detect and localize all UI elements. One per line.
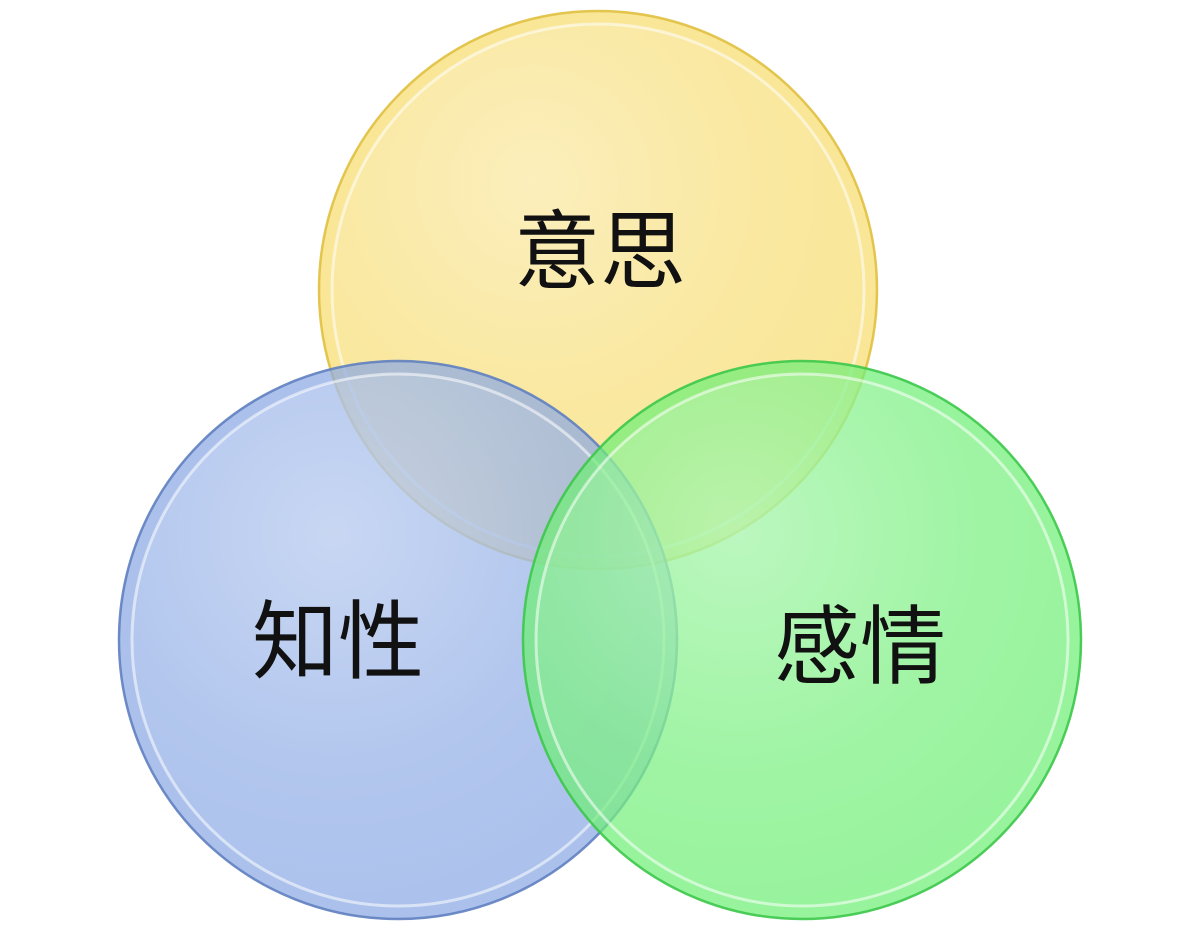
label-intellect: 知性 <box>252 592 424 692</box>
circle-emotion-sheen <box>534 372 1070 908</box>
circle-emotion <box>521 359 1083 921</box>
label-will: 意思 <box>514 202 686 302</box>
label-emotion: 感情 <box>774 597 946 697</box>
